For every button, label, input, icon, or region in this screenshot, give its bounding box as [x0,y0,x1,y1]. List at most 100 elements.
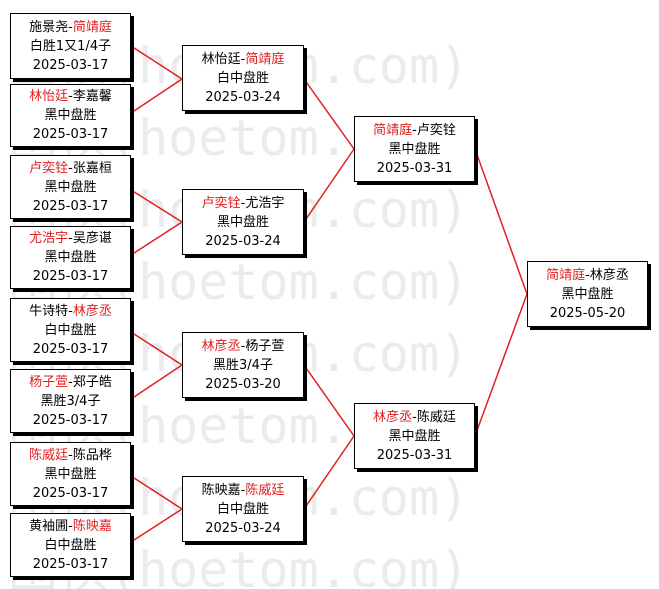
bracket-line [303,435,355,510]
player-white: 陈威廷 [245,482,285,498]
player-white: 林彦丞 [72,303,112,319]
bracket-line [130,364,183,400]
player-white: 张嘉桓 [72,160,112,176]
player-white: 陈威廷 [416,409,456,425]
player-white: 卢奕铨 [416,122,456,138]
player-white: 杨子萱 [245,338,285,354]
bracket-line [303,364,355,437]
match-players: 牛诗特-林彦丞 [29,303,112,319]
match-date: 2025-03-24 [205,233,281,249]
bracket-line [130,45,183,80]
bracket-line [130,508,183,543]
match-players: 陈映嘉-陈威廷 [201,482,285,498]
match-box-r3m2[interactable]: 林彦丞-陈威廷 黑中盘胜 2025-03-31 [354,403,475,469]
player-black: 林彦丞 [201,338,241,354]
match-box-r1m3[interactable]: 卢奕铨-张嘉桓 黑中盘胜 2025-03-17 [10,155,131,219]
player-black: 尤浩宇 [29,231,69,246]
match-box-r1m6[interactable]: 杨子萱-郑子皓 黑胜3/4子 2025-03-17 [10,369,131,433]
player-black: 简靖庭 [546,267,586,283]
match-box-r1m2[interactable]: 林怡廷-李嘉馨 黑中盘胜 2025-03-17 [10,84,131,147]
player-black: 简靖庭 [373,122,413,138]
bracket-line [303,78,355,150]
match-result: 黑中盘胜 [216,214,269,230]
match-players: 黄袖圃-陈映嘉 [29,518,112,534]
match-result: 黑中盘胜 [44,179,97,195]
match-box-r2m4[interactable]: 陈映嘉-陈威廷 白中盘胜 2025-03-24 [182,476,304,542]
match-date: 2025-03-17 [32,57,109,73]
match-players: 林彦丞-陈威廷 [373,409,456,425]
match-box-r1m8[interactable]: 黄袖圃-陈映嘉 白中盘胜 2025-03-17 [10,513,131,577]
match-date: 2025-03-31 [376,447,453,463]
match-date: 2025-03-17 [32,269,109,284]
match-result: 黑中盘胜 [44,466,97,482]
player-black: 林怡廷 [201,51,241,67]
match-players: 陈威廷-陈品桦 [29,447,112,463]
player-white: 简靖庭 [72,19,112,35]
match-box-r2m2[interactable]: 卢奕铨-尤浩宇 黑中盘胜 2025-03-24 [182,189,304,255]
match-date: 2025-03-24 [205,520,281,536]
match-result: 黑中盘胜 [44,108,97,123]
player-white: 陈映嘉 [72,518,112,534]
player-white: 郑子皓 [72,374,112,390]
bracket-line [474,148,528,295]
match-box-r1m5[interactable]: 牛诗特-林彦丞 白中盘胜 2025-03-17 [10,298,131,362]
match-box-r2m1[interactable]: 林怡廷-简靖庭 白中盘胜 2025-03-24 [182,45,304,111]
match-result: 黑胜3/4子 [213,357,273,373]
player-white: 吴彦谌 [72,231,112,246]
player-black: 牛诗特 [29,303,69,319]
match-result: 白中盘胜 [216,501,269,517]
match-date: 2025-03-17 [32,127,109,142]
match-date: 2025-03-24 [205,89,281,105]
match-result: 白胜1又1/4子 [29,38,112,54]
player-white: 简靖庭 [245,51,285,67]
player-white: 李嘉馨 [72,89,112,104]
match-date: 2025-03-31 [376,160,453,176]
match-date: 2025-05-20 [549,305,626,321]
match-result: 黑胜3/4子 [40,393,101,409]
match-players: 简靖庭-卢奕铨 [373,122,456,138]
player-black: 卢奕铨 [201,195,241,211]
player-black: 黄袖圃 [29,518,69,534]
match-box-r1m1[interactable]: 施景尧-简靖庭 白胜1又1/4子 2025-03-17 [10,13,131,79]
player-white: 尤浩宇 [245,195,285,211]
player-black: 陈映嘉 [201,482,241,498]
match-result: 白中盘胜 [44,322,97,338]
player-white: 林彦丞 [589,267,629,283]
match-players: 卢奕铨-尤浩宇 [201,195,285,211]
bracket-line [474,293,528,437]
player-white: 陈品桦 [72,447,112,463]
match-result: 黑中盘胜 [44,250,97,265]
match-box-r1m7[interactable]: 陈威廷-陈品桦 黑中盘胜 2025-03-17 [10,442,131,506]
bracket-line [130,78,183,114]
match-box-r1m4[interactable]: 尤浩宇-吴彦谌 黑中盘胜 2025-03-17 [10,226,131,289]
match-date: 2025-03-17 [32,556,109,572]
player-black: 林怡廷 [29,89,69,104]
match-players: 尤浩宇-吴彦谌 [29,231,112,246]
match-result: 黑中盘胜 [561,286,614,302]
match-result: 白中盘胜 [216,70,269,86]
match-result: 黑中盘胜 [388,141,441,157]
match-box-r2m3[interactable]: 林彦丞-杨子萱 黑胜3/4子 2025-03-20 [182,332,304,398]
match-players: 施景尧-简靖庭 [29,19,112,35]
match-players: 林怡廷-简靖庭 [201,51,285,67]
match-box-r3m1[interactable]: 简靖庭-卢奕铨 黑中盘胜 2025-03-31 [354,116,475,182]
player-black: 卢奕铨 [29,160,69,176]
match-date: 2025-03-17 [32,412,109,428]
player-black: 施景尧 [29,19,69,35]
match-players: 杨子萱-郑子皓 [29,374,112,390]
match-date: 2025-03-17 [32,198,109,214]
player-black: 林彦丞 [373,409,413,425]
bracket-line [130,475,183,510]
bracket-line [130,221,183,256]
match-players: 卢奕铨-张嘉桓 [29,160,112,176]
match-result: 白中盘胜 [44,537,97,553]
match-players: 林彦丞-杨子萱 [201,338,285,354]
match-result: 黑中盘胜 [388,428,441,444]
player-black: 陈威廷 [29,447,69,463]
player-black: 杨子萱 [29,374,69,390]
bracket-line [130,189,183,223]
match-players: 简靖庭-林彦丞 [546,267,629,283]
match-date: 2025-03-17 [32,485,109,501]
match-date: 2025-03-17 [32,341,109,357]
match-box-final[interactable]: 简靖庭-林彦丞 黑中盘胜 2025-05-20 [527,261,648,327]
